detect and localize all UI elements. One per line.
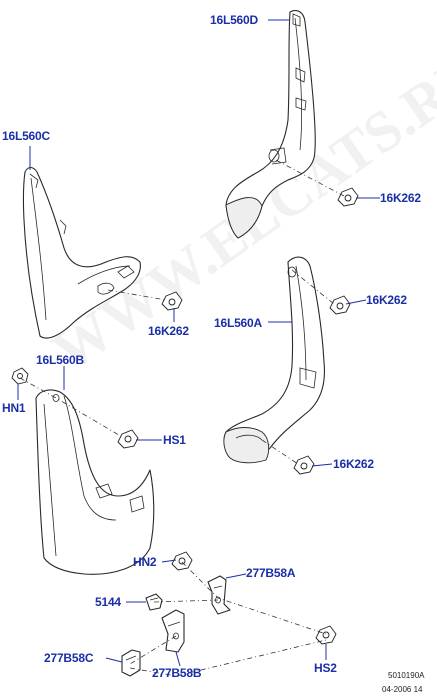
nut-hn1[interactable] bbox=[11, 367, 29, 385]
screw-16k262-top[interactable] bbox=[337, 187, 359, 207]
mudflap-16l560c[interactable] bbox=[22, 166, 141, 339]
mudflap-16l560d[interactable] bbox=[225, 9, 316, 239]
label-16l560a[interactable]: 16L560A bbox=[214, 316, 262, 330]
label-277b58c[interactable]: 277B58C bbox=[44, 651, 94, 665]
nut-hn2[interactable] bbox=[171, 551, 193, 571]
label-5144[interactable]: 5144 bbox=[95, 595, 121, 609]
leader-hn2 bbox=[161, 559, 177, 563]
label-16l560d[interactable]: 16L560D bbox=[210, 13, 258, 27]
label-hs1[interactable]: HS1 bbox=[163, 433, 186, 447]
label-277b58a[interactable]: 277B58A bbox=[246, 566, 296, 580]
bracket-277b58b[interactable] bbox=[161, 609, 185, 653]
screw-16k262-left[interactable] bbox=[161, 291, 183, 311]
label-16k262-top[interactable]: 16K262 bbox=[380, 191, 421, 205]
label-16k262-mid[interactable]: 16K262 bbox=[366, 293, 407, 307]
screw-16k262-mid[interactable] bbox=[329, 295, 351, 315]
assembly-line-hn2 bbox=[181, 561, 327, 635]
mudflap-16l560a[interactable] bbox=[223, 256, 326, 464]
assembly-line-bottom bbox=[129, 639, 327, 677]
assembly-line-hs1 bbox=[19, 377, 125, 439]
label-277b58b[interactable]: 277B58B bbox=[152, 666, 202, 680]
label-hn1[interactable]: HN1 bbox=[2, 401, 26, 415]
leader-16k262-lower bbox=[311, 463, 333, 467]
assembly-line-left bbox=[107, 289, 167, 301]
assembly-line-bracket bbox=[129, 635, 177, 665]
label-16l560c[interactable]: 16L560C bbox=[2, 129, 50, 143]
label-hs2[interactable]: HS2 bbox=[314, 661, 337, 675]
leader-277b58a bbox=[225, 573, 247, 579]
assembly-line-lower bbox=[261, 439, 299, 465]
label-16k262-left[interactable]: 16K262 bbox=[148, 324, 189, 338]
screw-16k262-lower[interactable] bbox=[293, 455, 315, 475]
leader-277b58b bbox=[175, 651, 181, 667]
label-hn2[interactable]: HN2 bbox=[133, 555, 157, 569]
screw-hs1[interactable] bbox=[117, 429, 139, 449]
label-16l560b[interactable]: 16L560B bbox=[36, 353, 84, 367]
assembly-line-mid bbox=[291, 269, 335, 305]
assembly-line-top bbox=[275, 159, 345, 197]
bracket-277b58a[interactable] bbox=[207, 575, 231, 615]
leader-277b58c bbox=[105, 657, 123, 663]
date-code: 04-2006 14 bbox=[382, 685, 423, 694]
assembly-line-5144 bbox=[153, 599, 219, 603]
mudflap-16l560b[interactable] bbox=[35, 389, 155, 575]
leader-16k262-mid bbox=[345, 299, 367, 305]
diagram-number: 5010190A bbox=[388, 671, 425, 680]
screw-hs2[interactable] bbox=[315, 625, 337, 645]
label-16k262-lower[interactable]: 16K262 bbox=[333, 457, 374, 471]
